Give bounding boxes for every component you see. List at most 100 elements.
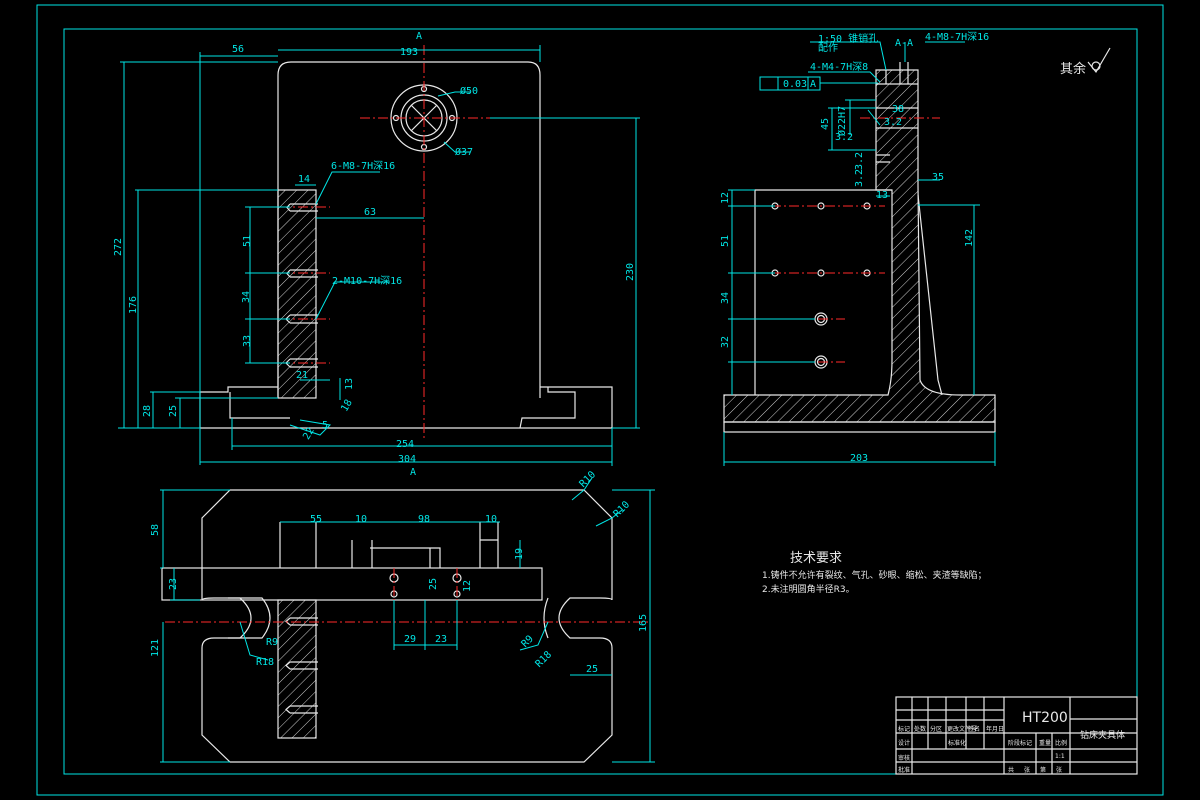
title-block: HT200 钻床夹具体 标记 处数 分区 更改文件号 签名 年月日 设计 标准化… <box>895 696 1138 775</box>
dim-text: 5 <box>322 420 328 431</box>
dim-text: Ø37 <box>455 146 473 158</box>
dim-text: 12 <box>720 192 731 204</box>
dim-text: 56 <box>232 44 244 55</box>
dim-text: 142 <box>964 229 975 247</box>
tolerance-value: 0.03 <box>783 79 807 90</box>
dim-text: R9 <box>266 637 278 648</box>
dim-text: Ø22H7 <box>836 106 848 136</box>
dim-text: 304 <box>398 454 416 465</box>
roughness-symbol <box>1087 47 1111 74</box>
tb-cell: 批准 <box>898 766 910 774</box>
side-view: A-A 1:50 锥销孔 配作 4-M8-7H深16 4-M4-7H深8 0.0… <box>720 31 996 466</box>
tb-cell: 分区 <box>930 725 942 733</box>
note-match: 配作 <box>818 42 838 54</box>
dim-text: 230 <box>625 263 636 281</box>
dim-text: R18 <box>256 657 274 668</box>
dim-text: 272 <box>113 238 124 256</box>
tb-cell: 张 <box>1056 766 1062 774</box>
tech-line-2: 2.未注明圆角半径R3。 <box>762 583 855 595</box>
dim-text: 34 <box>241 291 252 303</box>
dim-text: Ø50 <box>460 85 478 97</box>
outer-border <box>36 4 1164 796</box>
dim-text: R18 <box>534 649 555 670</box>
dim-text: 35 <box>932 172 944 183</box>
dim-text: 98 <box>418 514 430 525</box>
dim-text: 23 <box>168 578 179 590</box>
tb-cell: 张 <box>1024 766 1030 774</box>
section-title: A-A <box>895 38 913 49</box>
dim-text: 193 <box>400 47 418 58</box>
dim-text: 3.2 <box>835 132 853 143</box>
dim-text: 55 <box>310 514 322 525</box>
dim-text: R10 <box>612 499 633 520</box>
tb-cell: 重量 <box>1039 739 1051 747</box>
dim-text: 45 <box>820 118 831 130</box>
dim-text: 203 <box>850 453 868 464</box>
note-thread-m4: 4-M4-7H深8 <box>810 61 868 73</box>
dim-text: 10 <box>485 514 497 525</box>
front-view: A A 56 193 Ø50 Ø37 6-M8-7H深16 14 63 272 … <box>113 31 640 478</box>
dim-text: 25 <box>168 405 179 417</box>
tb-cell: 年月日 <box>986 725 1004 733</box>
dim-text: 28 <box>142 405 153 417</box>
dim-text: R10 <box>578 469 599 490</box>
tb-cell: 1:1 <box>1055 753 1065 760</box>
dim-text: 22 <box>301 426 317 442</box>
tb-cell: 设计 <box>898 739 910 747</box>
tb-cell: 阶段标记 <box>1008 739 1032 747</box>
dim-text: 3.2 <box>854 169 865 187</box>
tb-cell: 标准化 <box>948 739 966 747</box>
dim-text: 10 <box>355 514 367 525</box>
dim-text: 2-M10-7H深16 <box>332 275 402 287</box>
dim-text: 254 <box>396 439 414 450</box>
dim-text: 19 <box>514 548 525 560</box>
roughness-text: 其余 <box>1060 61 1086 77</box>
tb-cell: 处数 <box>914 725 926 733</box>
dim-text: 13 <box>876 190 888 201</box>
dim-text: 13 <box>344 378 355 390</box>
roughness-note: 其余 <box>1060 47 1111 77</box>
tech-requirements: 技术要求 1.铸件不允许有裂纹、气孔、砂眼、缩松、夹渣等缺陷； 2.未注明圆角半… <box>762 551 987 595</box>
dim-text: 25 <box>428 578 439 590</box>
material-label: HT200 <box>1022 710 1068 726</box>
tb-cell: 更改文件号 <box>947 725 977 733</box>
dim-text: 33 <box>242 335 253 347</box>
tb-cell: 第 <box>1040 766 1046 774</box>
dim-text: 21 <box>296 370 308 381</box>
tb-cell: 标记 <box>898 725 910 733</box>
dim-text: 25 <box>586 664 598 675</box>
dim-text: 29 <box>404 634 416 645</box>
dim-text: 14 <box>298 174 310 185</box>
dim-text: 51 <box>242 235 253 247</box>
datum-label: A <box>810 79 816 90</box>
dim-text: 38 <box>892 104 904 115</box>
dim-text: 6-M8-7H深16 <box>331 160 395 172</box>
dim-text: 176 <box>128 296 139 314</box>
dim-text: 63 <box>364 207 376 218</box>
tb-cell: 审核 <box>898 754 910 762</box>
tb-cell: 签名 <box>968 725 980 733</box>
inner-border <box>63 28 1138 775</box>
tb-cell: 共 <box>1008 766 1014 774</box>
top-view: R10 R10 55 10 98 10 19 58 23 25 12 29 23… <box>150 469 655 763</box>
tb-cell: 比例 <box>1055 739 1067 747</box>
dim-text: 165 <box>638 614 649 632</box>
tech-line-1: 1.铸件不允许有裂纹、气孔、砂眼、缩松、夹渣等缺陷； <box>762 569 987 581</box>
dim-text: 18 <box>339 398 355 414</box>
section-mark-bottom: A <box>410 467 416 478</box>
dim-text: 34 <box>720 292 731 304</box>
section-mark-top: A <box>416 31 422 42</box>
note-taper-pin: 1:50 锥销孔 <box>818 32 878 45</box>
dim-text: 12 <box>462 580 473 592</box>
dim-text: 58 <box>150 524 161 536</box>
dim-text: 121 <box>150 639 161 657</box>
dim-text: R9 <box>520 634 536 650</box>
dim-text: 51 <box>720 235 731 247</box>
dim-text: 23 <box>435 634 447 645</box>
dim-text: 3.2 <box>854 152 865 170</box>
dim-text: 3.2 <box>884 117 902 128</box>
tech-title: 技术要求 <box>790 551 842 566</box>
dim-text: 32 <box>720 336 731 348</box>
part-name: 钻床夹具体 <box>1080 729 1125 741</box>
